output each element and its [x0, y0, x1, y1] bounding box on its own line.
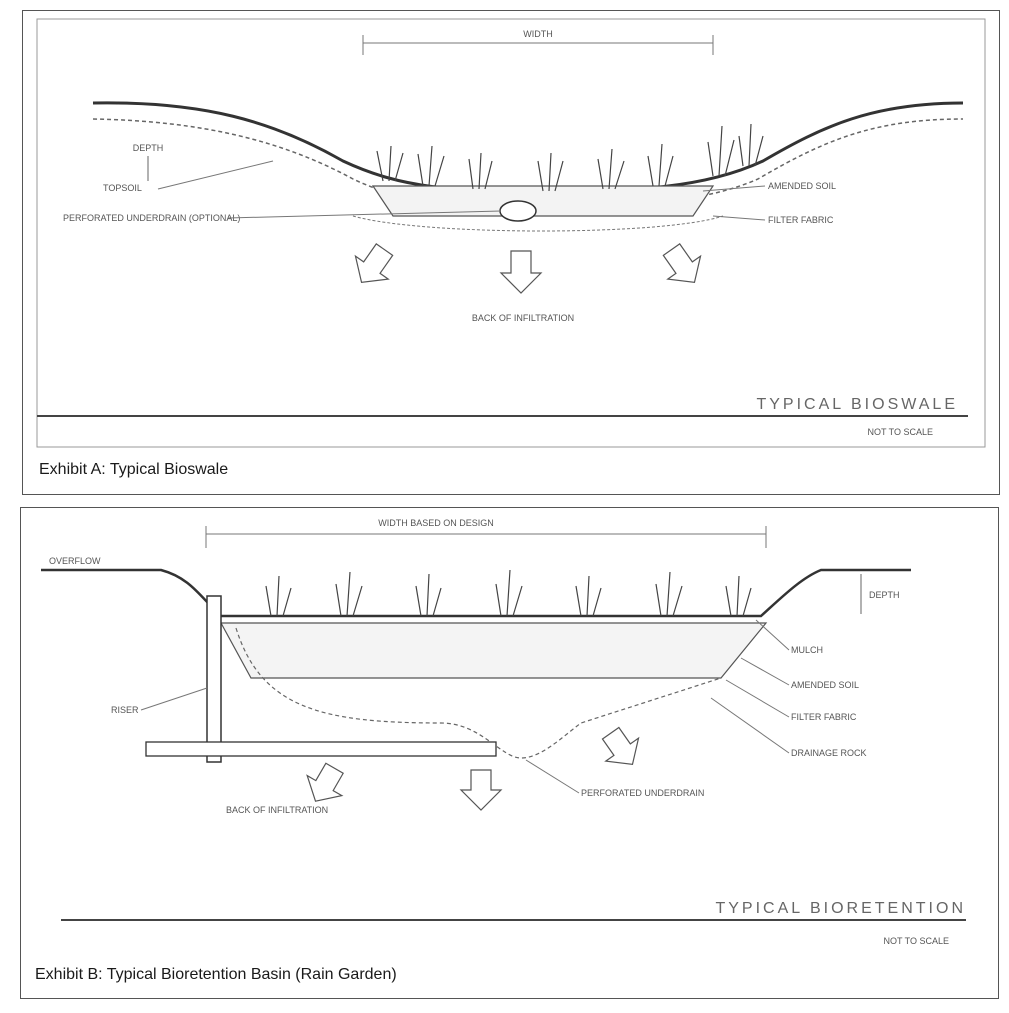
vegetation	[376, 123, 764, 192]
underdrain-pipe	[145, 741, 497, 757]
bioswale-diagram: WIDTH DEPTH TOPSOIL PERFORATED UNDERDRAI…	[36, 18, 986, 448]
arrow-right-icon	[662, 243, 702, 284]
label-perforated-underdrain: PERFORATED UNDERDRAIN (OPTIONAL)	[63, 213, 240, 223]
label-drainage-rock: DRAINAGE ROCK	[791, 748, 867, 758]
filter-fabric-line	[352, 215, 724, 232]
scale-note: NOT TO SCALE	[867, 427, 933, 437]
exhibit-b-panel: WIDTH BASED ON DESIGN OVERFLOW RISER DEP…	[20, 507, 999, 999]
bioretention-diagram: WIDTH BASED ON DESIGN OVERFLOW RISER DEP…	[41, 518, 966, 946]
label-amended-soil: AMENDED SOIL	[768, 181, 836, 191]
arrow-left-icon	[306, 762, 344, 802]
ground-surface	[92, 101, 964, 193]
caption-exhibit-b: Exhibit B: Typical Bioretention Basin (R…	[35, 966, 397, 983]
basin-surface	[41, 568, 911, 618]
label-filter-fabric: FILTER FABRIC	[768, 215, 834, 225]
exhibit-a-panel: WIDTH DEPTH TOPSOIL PERFORATED UNDERDRAI…	[22, 10, 1000, 495]
riser-structure	[206, 595, 222, 763]
infiltration-arrows	[354, 243, 702, 294]
diagram-frame	[36, 18, 986, 448]
drainage-rock-layer	[235, 627, 722, 759]
label-width: WIDTH BASED ON DESIGN	[378, 518, 494, 528]
label-width: WIDTH	[523, 29, 553, 39]
label-filter-fabric: FILTER FABRIC	[791, 712, 857, 722]
label-riser: RISER	[111, 705, 139, 715]
infiltration-arrows	[306, 726, 640, 811]
vegetation	[265, 569, 752, 617]
amended-soil-bed	[219, 622, 768, 679]
arrow-down-icon	[499, 250, 543, 294]
label-amended-soil: AMENDED SOIL	[791, 680, 859, 690]
arrow-right-icon	[601, 726, 640, 766]
label-overflow: OVERFLOW	[49, 556, 101, 566]
label-underdrain: PERFORATED UNDERDRAIN	[581, 788, 704, 798]
amended-soil-bed	[371, 185, 715, 217]
caption-exhibit-a: Exhibit A: Typical Bioswale	[39, 461, 229, 478]
label-mulch: MULCH	[791, 645, 823, 655]
label-topsoil: TOPSOIL	[103, 183, 142, 193]
label-depth: DEPTH	[869, 590, 900, 600]
label-infiltration: BACK OF INFILTRATION	[472, 313, 574, 323]
arrow-down-icon	[459, 769, 503, 811]
arrow-left-icon	[354, 243, 394, 284]
title-block: TYPICAL BIORETENTION	[715, 900, 966, 917]
label-infiltration: BACK OF INFILTRATION	[226, 805, 328, 815]
title-block: TYPICAL BIOSWALE	[756, 396, 958, 413]
label-depth: DEPTH	[133, 143, 164, 153]
scale-note: NOT TO SCALE	[883, 936, 949, 946]
underdrain-pipe	[499, 200, 537, 222]
